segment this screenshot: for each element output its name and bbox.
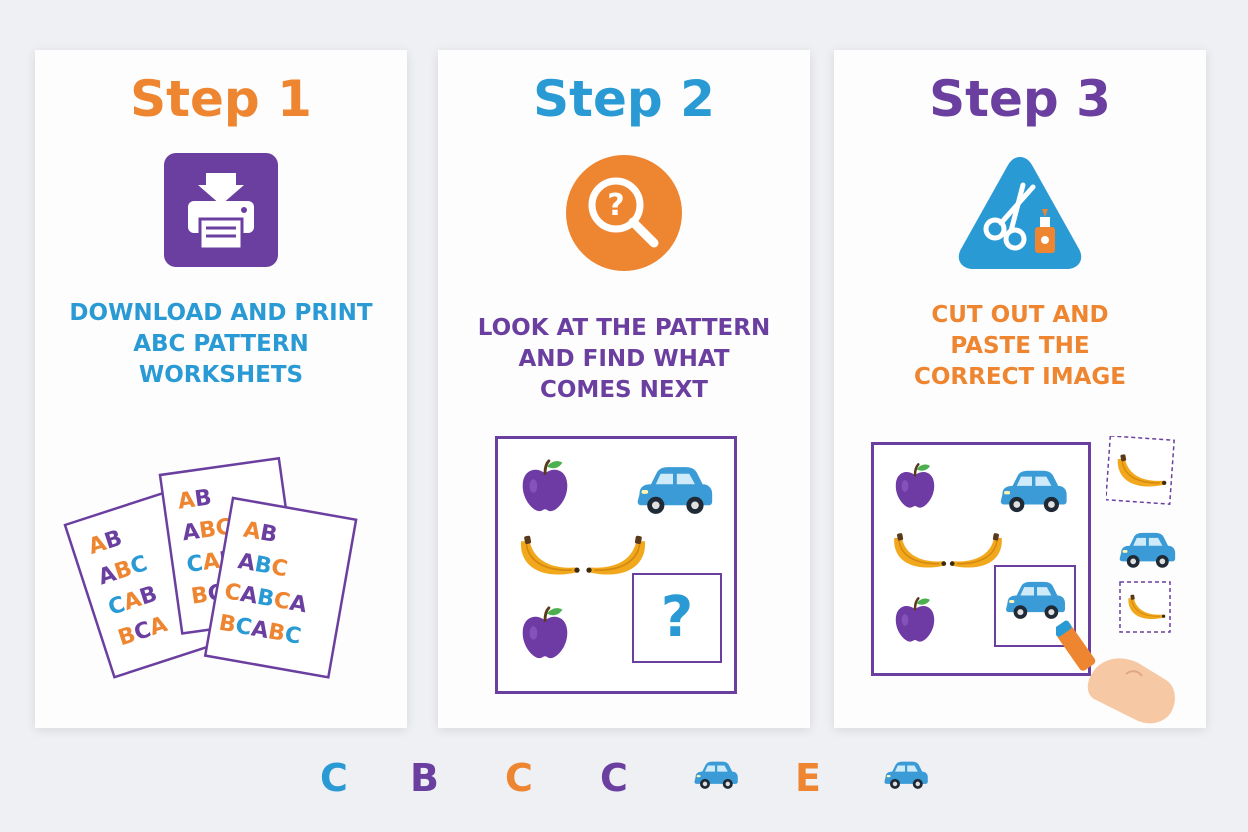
step-1-title: Step 1	[130, 70, 312, 128]
car-icon	[630, 461, 716, 519]
worksheet-2-row-0: AB	[176, 485, 213, 514]
paste-target-box[interactable]	[994, 565, 1076, 647]
instruction-line: DOWNLOAD AND PRINT	[69, 300, 373, 326]
banana-icon	[888, 527, 950, 577]
instruction-line: PASTE THE	[950, 333, 1090, 359]
apple-icon	[516, 604, 574, 662]
pattern-answer-row: C B C C E	[0, 752, 1248, 808]
letter-c: C	[320, 756, 348, 800]
instruction-line: COMES NEXT	[540, 377, 708, 403]
step-3-card: Step 3 CUT OUT AND PASTE THE CORRECT IMA…	[834, 50, 1206, 728]
instruction-line: CORRECT IMAGE	[914, 364, 1126, 390]
instruction-line: CUT OUT AND	[931, 302, 1109, 328]
printer-download-icon	[164, 153, 278, 271]
apple-icon	[890, 595, 940, 645]
step-3-title: Step 3	[929, 70, 1111, 128]
banana-icon	[514, 529, 584, 585]
cutout-banana-piece[interactable]	[1106, 436, 1176, 506]
instruction-line: AND FIND WHAT	[518, 346, 730, 372]
instruction-line: LOOK AT THE PATTERN	[477, 315, 771, 341]
step-2-instructions: LOOK AT THE PATTERN AND FIND WHAT COMES …	[438, 313, 810, 406]
car-icon	[690, 758, 740, 792]
worksheet-1-row-2: CAB	[105, 582, 160, 621]
apple-icon	[516, 457, 574, 515]
letter-c: C	[600, 756, 628, 800]
cutout-banana-piece-small[interactable]	[1118, 580, 1174, 636]
worksheet-3-row-0: AB	[241, 518, 279, 548]
hand-glue-icon	[1056, 620, 1175, 724]
step-1-instructions: DOWNLOAD AND PRINT ABC PATTERN WORKSHETS	[35, 298, 407, 391]
pattern-puzzle-box: ?	[495, 436, 737, 694]
worksheet-1-row-3: BCA	[115, 612, 170, 651]
worksheet-3-row-2: CABCA	[222, 579, 308, 618]
worksheet-2-row-1: ABC	[181, 515, 234, 547]
worksheet-3-row-1: ABC	[236, 549, 290, 582]
step-2-card: Step 2 ? LOOK AT THE PATTERN AND FIND WH…	[438, 50, 810, 728]
apple-icon	[890, 461, 940, 511]
step-1-card: Step 1 DOWNLOAD AND PRINT ABC PATTERN WO…	[35, 50, 407, 728]
instruction-line: ABC PATTERN	[133, 331, 309, 357]
worksheet-1-row-0: AB	[85, 526, 125, 560]
answer-placeholder[interactable]: ?	[632, 573, 722, 663]
worksheet-3-row-3: BCABC	[217, 611, 303, 650]
instruction-line: WORKSHETS	[138, 362, 304, 388]
svg-text:?: ?	[607, 188, 624, 223]
step-3-instructions: CUT OUT AND PASTE THE CORRECT IMAGE	[834, 300, 1206, 393]
letter-b: B	[410, 756, 439, 800]
step-2-title: Step 2	[533, 70, 715, 128]
worksheets-illustration: AB ABC CAB BCA AB ABC CAB BCA AB ABC CAB…	[63, 456, 358, 679]
magnifier-question-icon: ?	[564, 153, 684, 277]
scissors-glue-icon	[955, 153, 1085, 275]
car-icon	[994, 465, 1070, 517]
cutout-car-piece[interactable]	[1114, 526, 1178, 574]
letter-e: E	[795, 756, 821, 800]
paste-puzzle-box	[871, 442, 1091, 676]
worksheet-1-row-1: ABC	[95, 551, 150, 590]
letter-c: C	[505, 756, 533, 800]
car-icon	[880, 758, 930, 792]
